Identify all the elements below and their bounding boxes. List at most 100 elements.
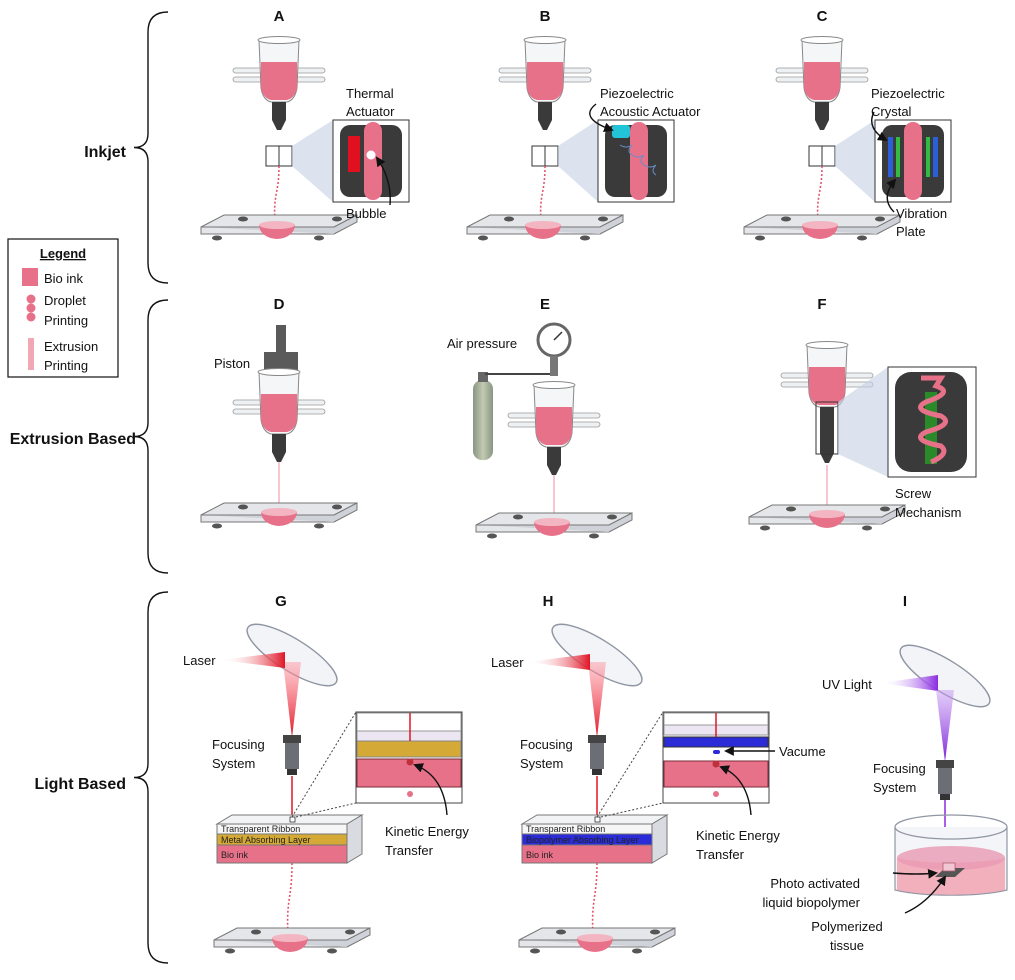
syringe-c bbox=[775, 36, 869, 130]
zoom-line-h-1 bbox=[596, 711, 664, 818]
label-photo: Photo activated bbox=[770, 876, 860, 891]
bowl-f bbox=[809, 514, 845, 528]
beam-g bbox=[283, 662, 301, 738]
label-kinetic-h: Kinetic Energy bbox=[696, 828, 780, 843]
inset-g-bubble bbox=[406, 758, 414, 766]
inset-b-ink-channel bbox=[630, 122, 648, 200]
objective-i-tip bbox=[940, 794, 950, 800]
droplet-h bbox=[577, 938, 613, 952]
mirror-g bbox=[246, 623, 338, 687]
legend-bioink-label: Bio ink bbox=[44, 271, 84, 286]
droplet-stream-c bbox=[816, 165, 823, 223]
inset-h-vacuum-pocket bbox=[713, 750, 720, 754]
objective-h-barrel bbox=[590, 743, 604, 769]
zoom-line-h-2 bbox=[600, 802, 664, 818]
droplet-g bbox=[272, 938, 308, 952]
objective-i bbox=[936, 760, 954, 768]
droplet-a bbox=[259, 225, 295, 239]
droplet-b-top bbox=[525, 221, 561, 229]
inset-g-droplet bbox=[407, 791, 413, 797]
bowl-f-top bbox=[809, 510, 845, 518]
label-vacume: Vacume bbox=[779, 744, 826, 759]
label-piezo-crystal-2: Crystal bbox=[871, 104, 912, 119]
gauge-needle bbox=[553, 331, 563, 341]
legend-extrusion-label-2: Printing bbox=[44, 358, 88, 373]
legend-box bbox=[7, 238, 119, 378]
objective-g bbox=[283, 735, 301, 743]
beam-h bbox=[588, 662, 606, 738]
syringe-e bbox=[507, 381, 601, 475]
gauge-stem bbox=[550, 356, 558, 376]
label-piezo-acoustic-2: Acoustic Actuator bbox=[600, 104, 701, 119]
acoustic-actuator bbox=[612, 125, 630, 138]
panel-label-c: C bbox=[817, 8, 828, 25]
label-vibration: Vibration bbox=[896, 206, 947, 221]
arrow-vibration bbox=[886, 178, 897, 213]
arrow-bubble bbox=[375, 156, 391, 206]
zoom-fan-b bbox=[558, 120, 598, 202]
label-focusing-g: Focusing bbox=[212, 737, 265, 752]
label-uv-light: UV Light bbox=[822, 677, 872, 692]
syringe-b bbox=[498, 36, 592, 130]
stack-side-g bbox=[346, 814, 363, 864]
inset-h-bubble bbox=[712, 760, 720, 768]
objective-h bbox=[588, 735, 606, 743]
inset-h-droplet bbox=[713, 791, 719, 797]
droplet-c-top bbox=[802, 221, 838, 229]
text-ribbon-h: Transparent Ribbon bbox=[526, 824, 605, 834]
bowl-e-top bbox=[534, 518, 570, 526]
panel-label-b: B bbox=[540, 8, 551, 25]
inkjet-brace bbox=[133, 11, 169, 284]
text-bioink-g: Bio ink bbox=[221, 850, 249, 860]
zoom-fan-c bbox=[835, 120, 875, 202]
label-bubble: Bubble bbox=[346, 206, 386, 221]
label-focusing-h: Focusing bbox=[520, 737, 573, 752]
text-absorbing-h: Biopolymer Absorbing Layer bbox=[526, 835, 639, 845]
droplet-g-top bbox=[272, 934, 308, 942]
inset-g-ribbon-2 bbox=[356, 730, 462, 742]
uv-light-arm bbox=[880, 675, 938, 691]
arrow-kinetic-h bbox=[719, 765, 752, 816]
label-piezo-acoustic: Piezoelectric bbox=[600, 86, 674, 101]
plate-left bbox=[896, 137, 900, 177]
label-focusing-i-2: System bbox=[873, 780, 916, 795]
panel-label-d: D bbox=[274, 296, 285, 313]
droplet-b bbox=[525, 225, 561, 239]
bowl-d bbox=[261, 512, 297, 526]
panel-label-i: I bbox=[903, 593, 907, 610]
label-kinetic-g-2: Transfer bbox=[385, 843, 434, 858]
label-tissue: Polymerized bbox=[811, 919, 883, 934]
zoom-line-g-1 bbox=[291, 711, 357, 818]
label-screw: Screw bbox=[895, 486, 932, 501]
label-kinetic-g: Kinetic Energy bbox=[385, 824, 469, 839]
syringe-d bbox=[232, 368, 326, 462]
syringe-a bbox=[232, 36, 326, 130]
label-screw-2: Mechanism bbox=[895, 505, 961, 520]
group-label-extrusion: Extrusion Based bbox=[10, 431, 136, 448]
legend-extrusion-swatch bbox=[28, 338, 34, 370]
label-laser-g: Laser bbox=[183, 653, 216, 668]
inset-g-metal bbox=[356, 740, 462, 758]
polymerized-tissue bbox=[942, 862, 956, 872]
bowl-d-top bbox=[261, 508, 297, 516]
droplet-a-top bbox=[259, 221, 295, 229]
label-thermal: Thermal bbox=[346, 86, 394, 101]
legend-droplet-dot bbox=[26, 303, 36, 313]
zoom-marker-g bbox=[289, 816, 296, 823]
crystal-left bbox=[888, 137, 893, 177]
ribbon-top-g bbox=[215, 814, 364, 825]
droplet-stream-g bbox=[286, 862, 293, 936]
liquid-surface bbox=[897, 846, 1005, 870]
air-hose bbox=[485, 372, 553, 375]
label-focusing-g-2: System bbox=[212, 756, 255, 771]
droplet-h-top bbox=[577, 934, 613, 942]
label-tissue-2: tissue bbox=[830, 938, 864, 953]
laser-g bbox=[220, 652, 285, 668]
stack-side-h bbox=[651, 814, 668, 864]
panel-label-a: A bbox=[274, 8, 285, 25]
arrow-tissue bbox=[904, 875, 947, 914]
label-laser-h: Laser bbox=[491, 655, 524, 670]
crystal-right bbox=[933, 137, 938, 177]
panel-label-g: G bbox=[275, 593, 287, 610]
laser-h bbox=[527, 654, 590, 670]
